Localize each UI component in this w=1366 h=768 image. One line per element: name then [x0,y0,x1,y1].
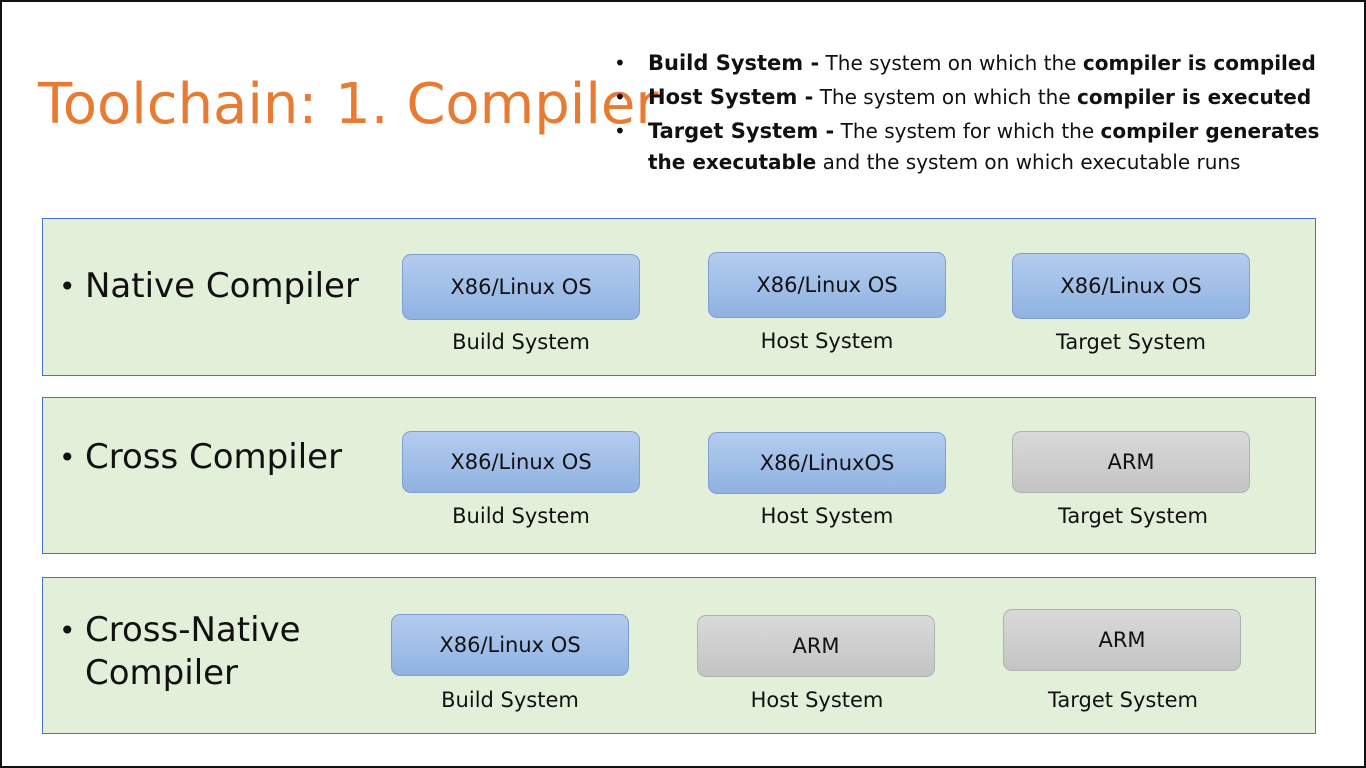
definition-text: The system on which the [813,85,1078,109]
definition-term: Target System - [648,119,835,143]
row-label-text: Native Compiler [85,266,359,306]
definition-bold: compiler is compiled [1082,51,1316,75]
bullet-icon: • [614,51,626,75]
system-box: X86/LinuxOS [708,432,946,494]
system-box: ARM [1012,431,1250,493]
definition-bold: compiler generates the executable [648,119,1320,174]
system-box: X86/Linux OS [708,252,946,318]
system-caption: Target System [1048,688,1198,712]
row-label-text: Cross Compiler [85,437,343,477]
row-label-text: Cross-Native Compiler [85,610,301,693]
bullet-icon: • [59,270,76,303]
system-caption: Target System [1058,504,1208,528]
slide-title: Toolchain: 1. Compiler [38,72,659,137]
bullet-icon: • [614,85,626,109]
definition-term: Host System - [648,85,814,109]
bullet-icon: • [59,614,76,647]
system-caption: Target System [1056,330,1206,354]
definitions-list: • Build System - The system on which the… [614,48,1334,181]
system-caption: Build System [441,688,579,712]
system-caption: Build System [452,330,590,354]
system-box: X86/Linux OS [391,614,629,676]
cross-compiler-panel: • Cross Compiler X86/Linux OS Build Syst… [42,397,1316,554]
bullet-icon: • [59,441,76,474]
definition-bold: compiler is executed [1077,85,1312,109]
definition-host-system: • Host System - The system on which the … [614,82,1334,113]
system-box: ARM [697,615,935,677]
system-box: X86/Linux OS [402,431,640,493]
cross-native-compiler-panel: • Cross-Native Compiler X86/Linux OS Bui… [42,577,1316,734]
definition-text: The system for which the [834,119,1101,143]
definition-term: Build System - [648,51,820,75]
system-caption: Host System [760,504,894,528]
system-box: X86/Linux OS [1012,253,1250,319]
system-caption: Host System [760,329,894,353]
system-box: ARM [1003,609,1241,671]
definition-target-system: • Target System - The system for which t… [614,116,1334,178]
native-compiler-panel: • Native Compiler X86/Linux OS Build Sys… [42,218,1316,376]
definition-text-tail: and the system on which executable runs [816,150,1241,174]
system-caption: Build System [452,504,590,528]
row-label: • Cross Compiler [59,436,385,479]
row-label: • Native Compiler [59,265,385,308]
row-label: • Cross-Native Compiler [59,609,385,695]
bullet-icon: • [614,119,626,143]
definition-text: The system on which the [819,51,1083,75]
definition-build-system: • Build System - The system on which the… [614,48,1334,79]
system-box: X86/Linux OS [402,254,640,320]
system-caption: Host System [750,688,884,712]
